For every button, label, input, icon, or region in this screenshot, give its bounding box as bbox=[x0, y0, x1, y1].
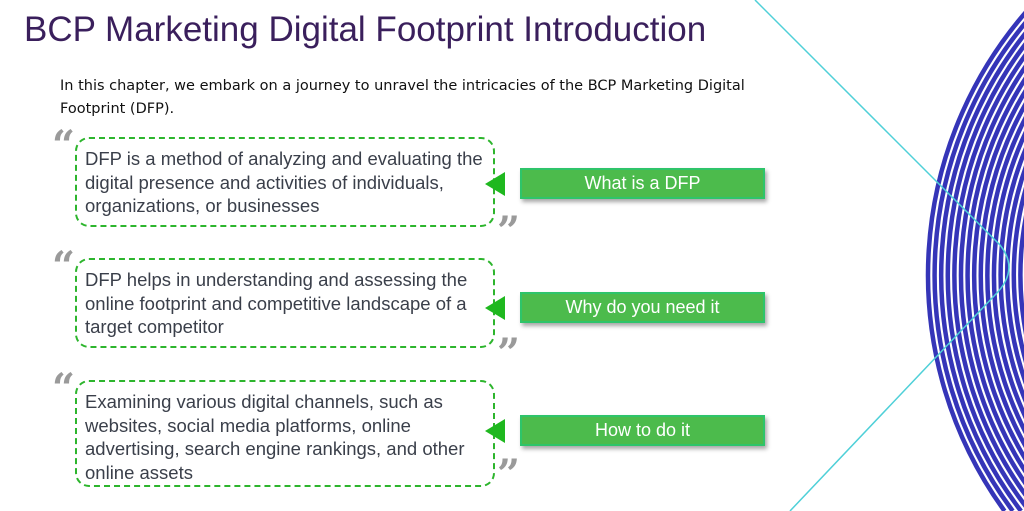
why-need-it-button[interactable]: Why do you need it bbox=[520, 292, 765, 323]
ring-arc bbox=[932, 21, 1024, 511]
what-is-dfp-button[interactable]: What is a DFP bbox=[520, 168, 765, 199]
ring-arc bbox=[965, 76, 1024, 474]
purpose-card: DFP helps in understanding and assessing… bbox=[75, 258, 495, 348]
close-quote-icon: ” bbox=[497, 208, 521, 255]
close-quote-icon: ” bbox=[497, 451, 521, 498]
open-quote-icon: “ bbox=[52, 365, 76, 412]
ring-arc bbox=[1011, 187, 1024, 364]
ring-arc bbox=[985, 116, 1024, 434]
ring-arc bbox=[971, 89, 1024, 461]
ring-arc bbox=[925, 10, 1024, 511]
open-quote-icon: “ bbox=[52, 122, 76, 169]
method-card: Examining various digital channels, such… bbox=[75, 380, 495, 487]
decorative-line bbox=[754, 0, 1010, 511]
how-to-do-it-button[interactable]: How to do it bbox=[520, 415, 765, 446]
intro-text: In this chapter, we embark on a journey … bbox=[60, 78, 745, 117]
chevron-left-icon bbox=[485, 296, 505, 320]
ring-arc bbox=[938, 31, 1024, 511]
definition-card: DFP is a method of analyzing and evaluat… bbox=[75, 137, 495, 227]
close-quote-icon: ” bbox=[497, 330, 521, 377]
open-quote-icon: “ bbox=[52, 243, 76, 290]
ring-arc bbox=[978, 102, 1024, 448]
chevron-left-icon bbox=[485, 419, 505, 443]
chevron-left-icon bbox=[485, 172, 505, 196]
ring-arc bbox=[1018, 215, 1024, 335]
ring-arc bbox=[1004, 165, 1024, 385]
ring-arc bbox=[998, 147, 1024, 403]
page-title: BCP Marketing Digital Footprint Introduc… bbox=[24, 10, 707, 49]
ring-arc bbox=[945, 42, 1024, 508]
ring-arc bbox=[952, 53, 1024, 497]
ring-arc bbox=[958, 64, 1024, 486]
ring-arc bbox=[991, 131, 1024, 419]
